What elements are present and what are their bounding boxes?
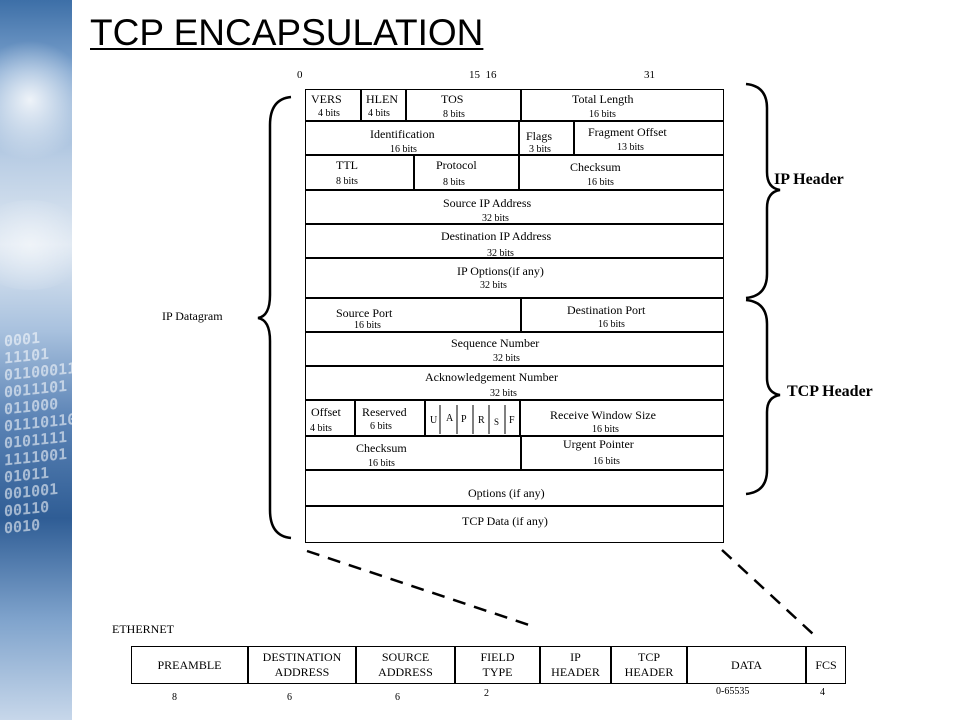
flag-fin: F: [509, 415, 515, 426]
identification-bits: 16 bits: [390, 144, 417, 155]
fcs-size: 4: [820, 687, 825, 698]
source-port-bits: 16 bits: [354, 320, 381, 331]
hlen-bits: 4 bits: [368, 108, 390, 119]
source-ip-field: Source IP Address: [443, 196, 532, 210]
ethernet-field-type: FIELD TYPE: [455, 646, 540, 684]
tcp-data-field: TCP Data (if any): [462, 514, 548, 528]
page-title: TCP ENCAPSULATION: [90, 12, 484, 53]
ethernet-ip-header: IP HEADER: [540, 646, 611, 684]
sidebar-glow: [0, 40, 72, 160]
ip-header-label: IP Header: [774, 171, 844, 188]
tcp-checksum-bits: 16 bits: [368, 458, 395, 469]
field-type-size: 2: [484, 688, 489, 699]
receive-window-field: Receive Window Size: [550, 408, 656, 422]
tcp-options-field: Options (if any): [468, 486, 545, 500]
vers-bits: 4 bits: [318, 108, 340, 119]
ip-checksum-bits: 16 bits: [587, 177, 614, 188]
ip-header-brace: [745, 82, 781, 300]
ethernet-destination-address: DESTINATION ADDRESS: [248, 646, 356, 684]
sidebar-glow: [0, 200, 72, 290]
flag-syn: S: [494, 417, 500, 427]
dashed-connector-right: [721, 549, 814, 635]
ethernet-preamble: PREAMBLE: [131, 646, 248, 684]
ip-datagram-label: IP Datagram: [162, 309, 223, 323]
flags-bits: 3 bits: [529, 144, 551, 155]
urgent-pointer-field: Urgent Pointer: [563, 437, 634, 451]
flag-ack: A: [446, 413, 454, 424]
identification-field: Identification: [370, 127, 435, 141]
destination-address-size: 6: [287, 692, 292, 703]
sequence-number-bits: 32 bits: [493, 353, 520, 364]
flag-urg: U: [430, 415, 438, 426]
ip-checksum-field: Checksum: [570, 160, 621, 174]
flag-rst: R: [478, 415, 485, 426]
protocol-field: Protocol: [436, 158, 477, 172]
vers-field: VERS: [311, 92, 342, 106]
preamble-size: 8: [172, 692, 177, 703]
fragment-offset-bits: 13 bits: [617, 142, 644, 153]
dashed-connector-left: [306, 549, 533, 628]
ttl-field: TTL: [336, 158, 358, 172]
ethernet-label: ETHERNET: [112, 622, 174, 636]
datagram-brace: [257, 95, 292, 540]
ethernet-data: DATA: [687, 646, 806, 684]
source-ip-bits: 32 bits: [482, 213, 509, 224]
destination-port-bits: 16 bits: [598, 319, 625, 330]
reserved-bits: 6 bits: [370, 421, 392, 432]
hlen-field: HLEN: [366, 92, 398, 106]
bit-scale-end: 31: [644, 69, 655, 81]
offset-field: Offset: [311, 405, 341, 419]
tos-field: TOS: [441, 92, 464, 106]
tcp-header-brace: [745, 298, 781, 496]
ack-number-bits: 32 bits: [490, 388, 517, 399]
source-port-field: Source Port: [336, 306, 393, 320]
data-size: 0-65535: [716, 686, 750, 697]
ethernet-tcp-header: TCP HEADER: [611, 646, 687, 684]
ack-number-field: Acknowledgement Number: [425, 370, 558, 384]
destination-ip-bits: 32 bits: [487, 248, 514, 259]
destination-port-field: Destination Port: [567, 303, 646, 317]
urgent-pointer-bits: 16 bits: [593, 456, 620, 467]
ethernet-fcs: FCS: [806, 646, 846, 684]
fragment-offset-field: Fragment Offset: [588, 125, 667, 139]
decorative-sidebar: 0001 11101 01100011 0011101 011000 01110…: [0, 0, 72, 720]
datagram-frame: [305, 89, 724, 543]
total-length-field: Total Length: [572, 92, 634, 106]
bit-scale-mid: 15 16: [469, 69, 497, 81]
ip-options-bits: 32 bits: [480, 280, 507, 291]
ttl-bits: 8 bits: [336, 176, 358, 187]
tos-bits: 8 bits: [443, 109, 465, 120]
tcp-header-label: TCP Header: [787, 383, 873, 400]
reserved-field: Reserved: [362, 405, 407, 419]
protocol-bits: 8 bits: [443, 177, 465, 188]
ip-options-field: IP Options(if any): [457, 264, 544, 278]
total-length-bits: 16 bits: [589, 109, 616, 120]
offset-bits: 4 bits: [310, 423, 332, 434]
flags-field: Flags: [526, 129, 553, 143]
source-address-size: 6: [395, 692, 400, 703]
bit-scale-start: 0: [297, 69, 303, 81]
ethernet-source-address: SOURCE ADDRESS: [356, 646, 455, 684]
destination-ip-field: Destination IP Address: [441, 229, 552, 243]
flag-psh: P: [461, 414, 467, 425]
sequence-number-field: Sequence Number: [451, 336, 540, 350]
receive-window-bits: 16 bits: [592, 424, 619, 435]
tcp-checksum-field: Checksum: [356, 441, 407, 455]
